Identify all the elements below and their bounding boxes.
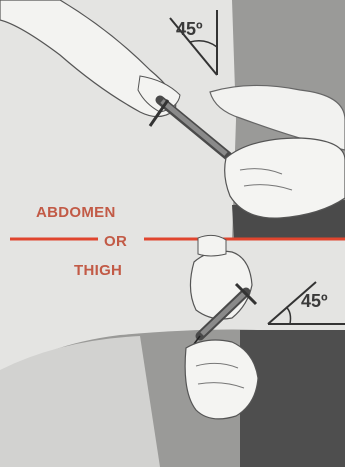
label-abdomen: ABDOMEN <box>36 204 116 221</box>
angle-label-top: 45º <box>176 19 203 40</box>
angle-label-bottom: 45º <box>301 291 328 312</box>
thigh-injection-icon <box>0 235 345 467</box>
label-or: OR <box>104 233 127 250</box>
label-thigh: THIGH <box>74 262 122 279</box>
